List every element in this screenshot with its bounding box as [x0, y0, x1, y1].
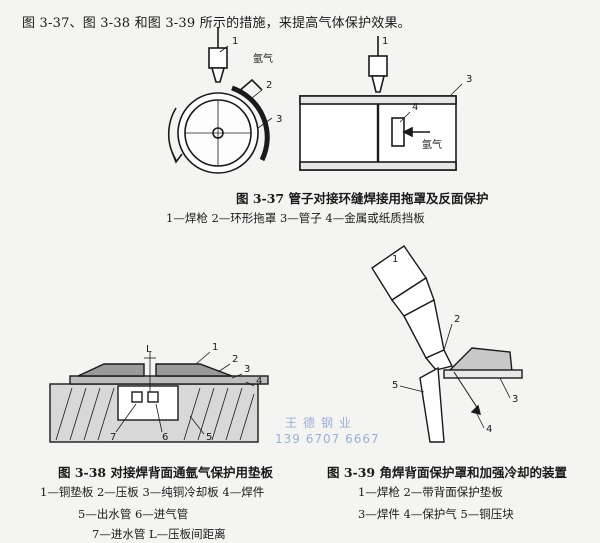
fig38-legend-line2: 5—出水管 6—进气管 [78, 507, 189, 521]
watermark-text: 王德钢业 [285, 416, 358, 430]
fig37-gas-label: 氩气 [253, 52, 273, 65]
fig37-caption: 图 3-37 管子对接环缝焊接用拖罩及反面保护 [236, 191, 489, 206]
fig37-right-leaders [399, 83, 463, 123]
fig39-label-1: 1 [392, 254, 398, 265]
fig39-legend-line2: 3—焊件 4—保护气 5—铜压块 [358, 507, 514, 521]
fig37-label-1: 1 [232, 36, 238, 47]
fig38-label-2: 2 [232, 354, 238, 365]
fig38-label-5: 5 [206, 432, 212, 443]
fig37-label-4: 4 [412, 102, 418, 113]
fig39-label-4: 4 [486, 424, 492, 435]
fig38-legend-line3: 7—进水管 L—压板间距离 [92, 527, 226, 541]
watermark-phone: 139 6707 6667 [275, 432, 380, 446]
fig37-legend: 1—焊枪 2—环形拖罩 3—管子 4—金属或纸质挡板 [166, 211, 425, 225]
fig38-label-4: 4 [256, 376, 262, 387]
fig37-right-gas-label: 氩气 [422, 138, 442, 151]
fig38-caption: 图 3-38 对接焊背面通氩气保护用垫板 [58, 465, 273, 480]
fig37-right-label-3: 3 [466, 74, 472, 85]
fig38-label-3: 3 [244, 364, 250, 375]
fig39-labels: 1 2 3 4 5 [392, 254, 518, 435]
fig39-legend-line1: 1—焊枪 2—带背面保护垫板 [358, 485, 503, 499]
fig37-left-labels: 1 2 3 氩气 [232, 36, 282, 125]
fig37-right-labels: 1 3 4 氩气 [382, 36, 472, 151]
intro-text: 图 3-37、图 3-38 和图 3-39 所示的措施，来提高气体保护效果。 [22, 16, 411, 31]
fig38-leaders [115, 351, 255, 435]
fig39-drawing [371, 245, 523, 443]
fig37-left-drawing [167, 28, 270, 174]
fig37-left-leaders [219, 45, 273, 129]
fig38-labels: 1 2 3 4 5 6 7 L [110, 342, 262, 443]
fig38-label-7: 7 [110, 432, 116, 443]
fig39-label-5: 5 [392, 380, 398, 391]
fig37-right-drawing [299, 36, 457, 171]
fig38-label-1: 1 [212, 342, 218, 353]
fig39-label-3: 3 [512, 394, 518, 405]
fig38-label-L: L [146, 344, 152, 355]
fig38-legend-line1: 1—铜垫板 2—压板 3—纯铜冷却板 4—焊件 [40, 485, 265, 499]
fig39-caption: 图 3-39 角焊背面保护罩和加强冷却的装置 [327, 465, 567, 480]
fig38-drawing [49, 352, 269, 443]
fig39-leaders [399, 323, 511, 429]
fig37-label-2: 2 [266, 80, 272, 91]
fig37-right-label-1: 1 [382, 36, 388, 47]
fig38-hatch [55, 357, 255, 441]
fig37-label-3: 3 [276, 114, 282, 125]
fig39-label-2: 2 [454, 314, 460, 325]
fig38-label-6: 6 [162, 432, 168, 443]
